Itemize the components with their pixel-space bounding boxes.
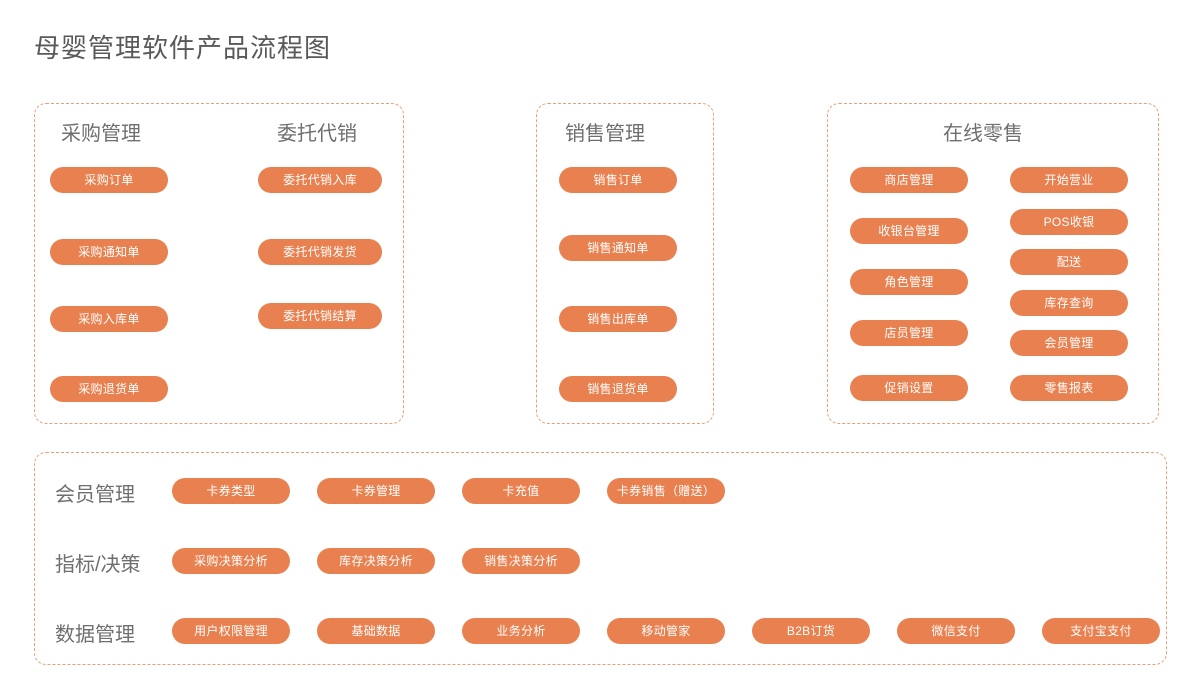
pill-consignment-settlement[interactable]: 委托代销结算 — [258, 303, 382, 329]
row-label-data-management: 数据管理 — [55, 624, 135, 646]
pill-business-analysis[interactable]: 业务分析 — [462, 618, 580, 644]
pill-sales-notice[interactable]: 销售通知单 — [559, 235, 677, 261]
pill-start-business[interactable]: 开始营业 — [1010, 167, 1128, 193]
pill-promotion-settings[interactable]: 促销设置 — [850, 375, 968, 401]
row-label-member-management: 会员管理 — [55, 484, 135, 506]
group-title-consignment: 委托代销 — [277, 123, 357, 145]
pill-sales-return[interactable]: 销售退货单 — [559, 376, 677, 402]
pill-b2b-ordering[interactable]: B2B订货 — [752, 618, 870, 644]
pill-card-recharge[interactable]: 卡充值 — [462, 478, 580, 504]
pill-role-management[interactable]: 角色管理 — [850, 269, 968, 295]
group-title-procurement: 采购管理 — [61, 123, 141, 145]
pill-consignment-shipment[interactable]: 委托代销发货 — [258, 239, 382, 265]
pill-mobile-steward[interactable]: 移动管家 — [607, 618, 725, 644]
pill-inventory-query[interactable]: 库存查询 — [1010, 290, 1128, 316]
pill-consignment-inbound[interactable]: 委托代销入库 — [258, 167, 382, 193]
pill-store-management[interactable]: 商店管理 — [850, 167, 968, 193]
pill-card-type[interactable]: 卡券类型 — [172, 478, 290, 504]
page-title: 母婴管理软件产品流程图 — [34, 33, 332, 63]
pill-delivery[interactable]: 配送 — [1010, 249, 1128, 275]
pill-sales-decision-analysis[interactable]: 销售决策分析 — [462, 548, 580, 574]
group-title-sales: 销售管理 — [565, 123, 645, 145]
panel-sales — [536, 103, 714, 424]
pill-purchase-decision-analysis[interactable]: 采购决策分析 — [172, 548, 290, 574]
pill-clerk-management[interactable]: 店员管理 — [850, 320, 968, 346]
pill-purchase-return[interactable]: 采购退货单 — [50, 376, 168, 402]
row-label-metrics-decision: 指标/决策 — [55, 554, 141, 576]
panel-platform — [34, 452, 1167, 665]
pill-purchase-notice[interactable]: 采购通知单 — [50, 239, 168, 265]
pill-card-sale-gift[interactable]: 卡券销售（赠送） — [607, 478, 725, 504]
panel-procurement — [34, 103, 404, 424]
pill-pos-checkout[interactable]: POS收银 — [1010, 209, 1128, 235]
pill-member-management-retail[interactable]: 会员管理 — [1010, 330, 1128, 356]
pill-alipay[interactable]: 支付宝支付 — [1042, 618, 1160, 644]
pill-cashier-management[interactable]: 收银台管理 — [850, 218, 968, 244]
pill-retail-report[interactable]: 零售报表 — [1010, 375, 1128, 401]
pill-purchase-inbound[interactable]: 采购入库单 — [50, 306, 168, 332]
pill-card-management[interactable]: 卡券管理 — [317, 478, 435, 504]
pill-basic-data[interactable]: 基础数据 — [317, 618, 435, 644]
pill-sales-outbound[interactable]: 销售出库单 — [559, 306, 677, 332]
pill-user-permission-management[interactable]: 用户权限管理 — [172, 618, 290, 644]
panel-retail — [827, 103, 1159, 424]
group-title-retail: 在线零售 — [943, 123, 1023, 145]
pill-sales-order[interactable]: 销售订单 — [559, 167, 677, 193]
pill-inventory-decision-analysis[interactable]: 库存决策分析 — [317, 548, 435, 574]
pill-purchase-order[interactable]: 采购订单 — [50, 167, 168, 193]
pill-wechat-pay[interactable]: 微信支付 — [897, 618, 1015, 644]
